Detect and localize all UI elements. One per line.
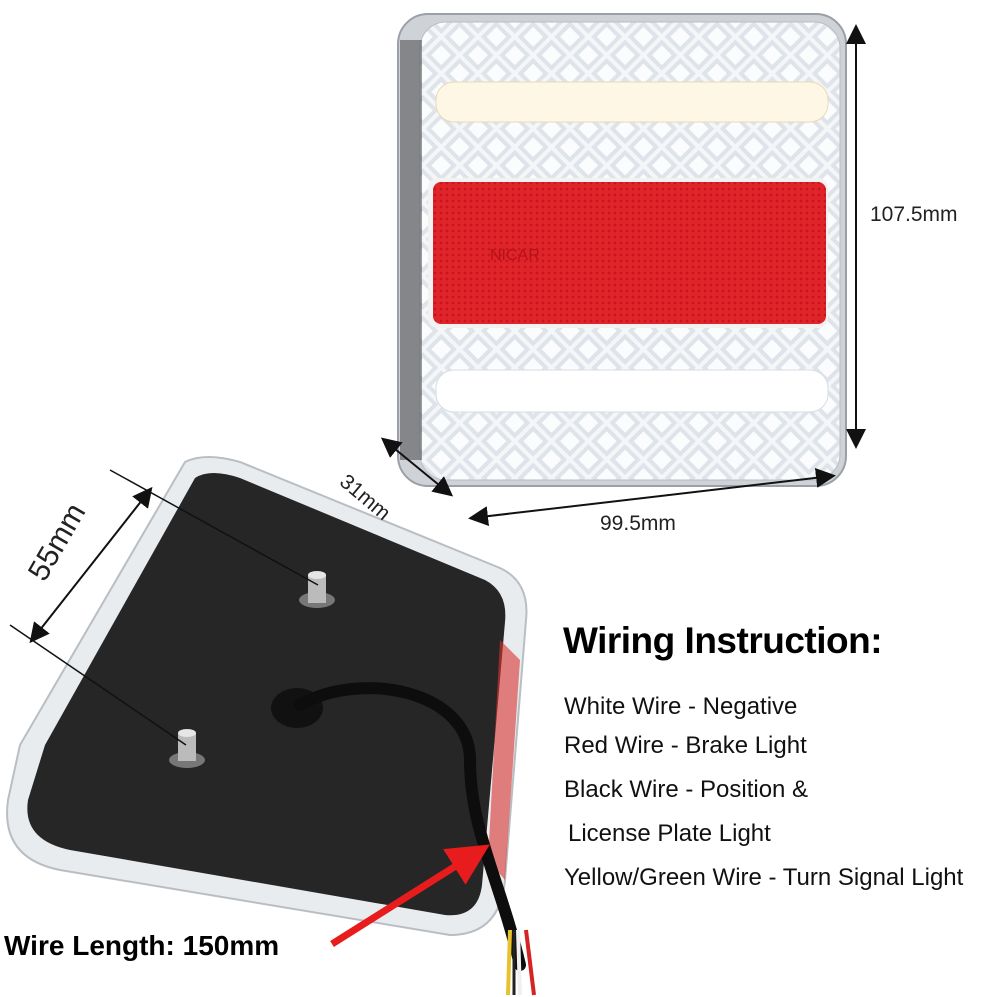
wiring-line: License Plate Light (568, 820, 771, 847)
back-lamp (6, 456, 536, 996)
wiring-title: Wiring Instruction: (563, 620, 883, 661)
front-lamp: NICAR (397, 13, 847, 487)
wiring-line: White Wire - Negative (564, 693, 798, 720)
height-label: 107.5mm (870, 203, 958, 226)
width-label: 99.5mm (600, 512, 676, 535)
wiring-line: Black Wire - Position & (564, 776, 809, 803)
bolt-spacing-arrow (29, 486, 153, 644)
bolt-bottom (169, 729, 205, 768)
cable (294, 682, 526, 971)
depth-dimension-arrow (380, 437, 454, 497)
wire-length-label: Wire Length: 150mm (4, 930, 280, 961)
width-dimension-arrow (468, 467, 836, 527)
reflector-brand: NICAR (490, 247, 540, 264)
wiring-line: Red Wire - Brake Light (564, 732, 807, 759)
wire-length-arrow (330, 844, 490, 947)
wiring-line: Yellow/Green Wire - Turn Signal Light (564, 864, 964, 891)
